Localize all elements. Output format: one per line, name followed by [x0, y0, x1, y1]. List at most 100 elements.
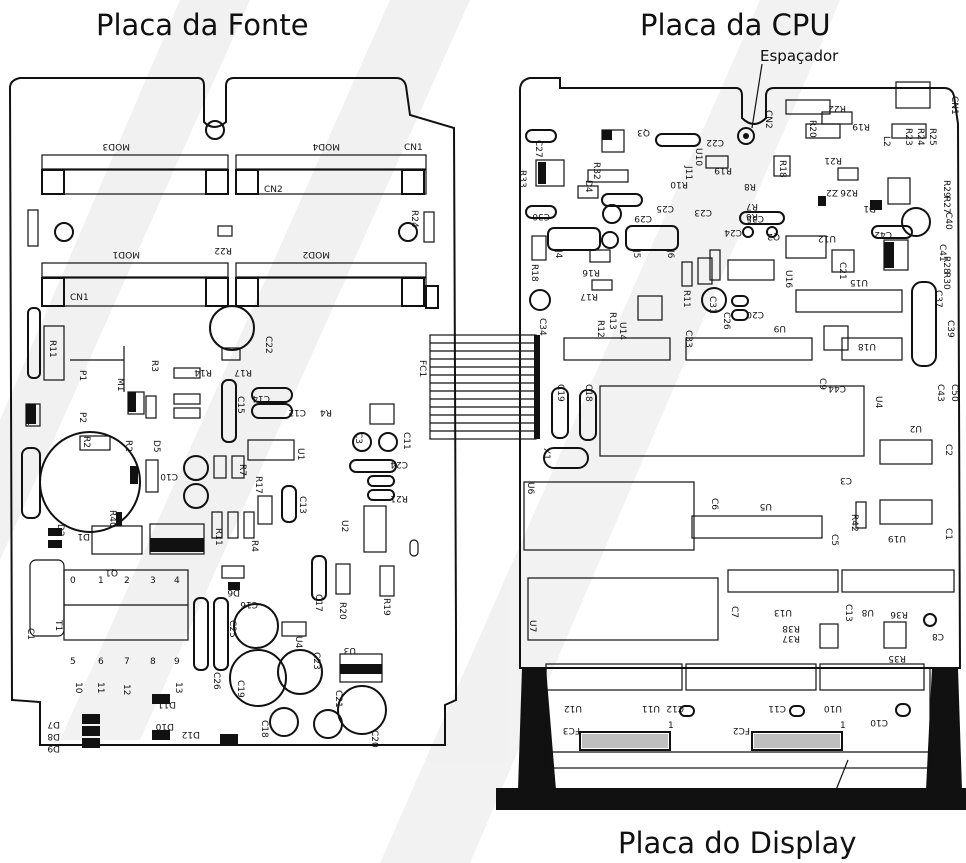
svg-text:C23: C23: [694, 207, 712, 217]
svg-text:R7: R7: [237, 464, 247, 476]
svg-text:R38: R38: [782, 623, 800, 633]
svg-text:C8: C8: [932, 631, 944, 641]
ribbon-cable: [429, 334, 540, 440]
svg-text:C25: C25: [227, 620, 237, 638]
svg-text:R27: R27: [941, 196, 951, 214]
svg-text:M1: M1: [115, 378, 125, 392]
svg-text:J4: J4: [553, 249, 563, 259]
svg-text:R36: R36: [890, 609, 908, 619]
svg-text:C5: C5: [829, 534, 839, 546]
svg-text:13: 13: [173, 682, 183, 693]
svg-text:10: 10: [73, 682, 83, 694]
svg-text:3: 3: [150, 576, 156, 586]
svg-text:C19: C19: [555, 384, 565, 402]
svg-text:6: 6: [98, 657, 104, 667]
svg-text:U7: U7: [527, 620, 537, 632]
svg-text:R4: R4: [320, 407, 332, 417]
svg-text:R10: R10: [670, 179, 688, 189]
svg-text:C11: C11: [768, 703, 786, 713]
svg-text:P2: P2: [77, 412, 87, 423]
cpu-board: [519, 63, 962, 669]
svg-text:2: 2: [124, 576, 130, 586]
svg-text:D10: D10: [155, 721, 174, 731]
svg-text:4: 4: [174, 576, 180, 586]
svg-text:D2: D2: [55, 524, 65, 537]
svg-text:C7: C7: [729, 606, 739, 618]
svg-text:R2: R2: [81, 436, 91, 448]
svg-text:R3: R3: [149, 360, 159, 372]
svg-text:MOD4: MOD4: [312, 141, 340, 151]
cpu-component-labels: C27 C22 Q3 R32 R33 D4 U10 J11 R19 R10 R8…: [517, 96, 959, 735]
svg-text:U14: U14: [617, 322, 627, 340]
svg-text:C39: C39: [945, 320, 955, 338]
svg-text:C37: C37: [933, 290, 943, 308]
svg-text:R11: R11: [213, 528, 223, 546]
svg-text:C12: C12: [288, 407, 306, 417]
svg-text:TH1: TH1: [25, 407, 35, 426]
svg-text:R20: R20: [807, 120, 817, 138]
svg-text:U1: U1: [295, 448, 305, 460]
svg-text:R4: R4: [249, 540, 259, 552]
svg-text:C17: C17: [313, 594, 323, 612]
svg-text:U2: U2: [339, 520, 349, 532]
svg-text:D9: D9: [47, 743, 60, 753]
svg-text:R28: R28: [941, 256, 951, 274]
svg-text:C43: C43: [935, 384, 945, 402]
svg-text:R22: R22: [828, 103, 846, 113]
svg-text:U4: U4: [293, 636, 303, 649]
svg-text:R6: R6: [746, 211, 758, 221]
svg-text:R19: R19: [714, 165, 732, 175]
svg-text:FC2: FC2: [733, 725, 750, 735]
svg-text:C15: C15: [235, 396, 245, 414]
svg-text:C13: C13: [297, 496, 307, 514]
svg-text:C23: C23: [311, 652, 321, 670]
svg-text:R16: R16: [582, 267, 600, 277]
svg-text:MOD2: MOD2: [302, 249, 330, 259]
svg-text:C1: C1: [25, 628, 35, 640]
svg-text:C26: C26: [721, 312, 731, 330]
svg-text:R37: R37: [782, 633, 800, 643]
svg-text:CN1: CN1: [70, 293, 89, 303]
svg-text:1: 1: [840, 721, 846, 731]
svg-text:FC1: FC1: [417, 360, 427, 377]
svg-text:J11: J11: [683, 165, 693, 180]
svg-text:R17: R17: [234, 367, 252, 377]
svg-text:R12: R12: [595, 320, 605, 338]
svg-text:D1: D1: [77, 531, 90, 541]
svg-text:FC3: FC3: [563, 725, 580, 735]
svg-text:C35: C35: [746, 213, 764, 223]
svg-text:R14: R14: [194, 367, 212, 377]
display-board: [496, 663, 966, 810]
svg-text:R11: R11: [681, 290, 691, 308]
svg-text:U6: U6: [525, 482, 535, 495]
svg-text:U8: U8: [861, 607, 874, 617]
svg-text:R20: R20: [337, 602, 347, 620]
svg-text:U2: U2: [910, 423, 922, 433]
svg-text:U15: U15: [850, 277, 868, 287]
svg-text:R11: R11: [47, 340, 57, 358]
svg-text:C18: C18: [259, 720, 269, 738]
svg-text:R24: R24: [915, 128, 925, 146]
svg-text:C12: C12: [666, 703, 684, 713]
svg-text:C42: C42: [874, 229, 892, 239]
svg-text:U10: U10: [693, 148, 703, 166]
svg-text:D11: D11: [158, 699, 176, 709]
svg-text:R17: R17: [253, 476, 263, 494]
spacer-circle: [737, 127, 755, 145]
svg-text:U12: U12: [564, 703, 582, 713]
svg-text:R22: R22: [214, 245, 232, 255]
svg-text:C26: C26: [211, 672, 221, 690]
cpu-board-title: Placa da CPU: [640, 8, 831, 42]
svg-text:R18: R18: [777, 160, 787, 178]
svg-text:9: 9: [174, 657, 180, 667]
svg-text:C21: C21: [333, 690, 343, 708]
svg-text:D1: D1: [863, 203, 876, 213]
svg-text:R40: R40: [107, 510, 117, 528]
svg-text:D5: D5: [151, 440, 161, 453]
svg-text:7: 7: [124, 657, 130, 667]
svg-text:R32: R32: [591, 162, 601, 180]
svg-text:R13: R13: [607, 312, 617, 330]
svg-text:L2: L2: [881, 136, 891, 147]
svg-text:R17: R17: [580, 291, 598, 301]
